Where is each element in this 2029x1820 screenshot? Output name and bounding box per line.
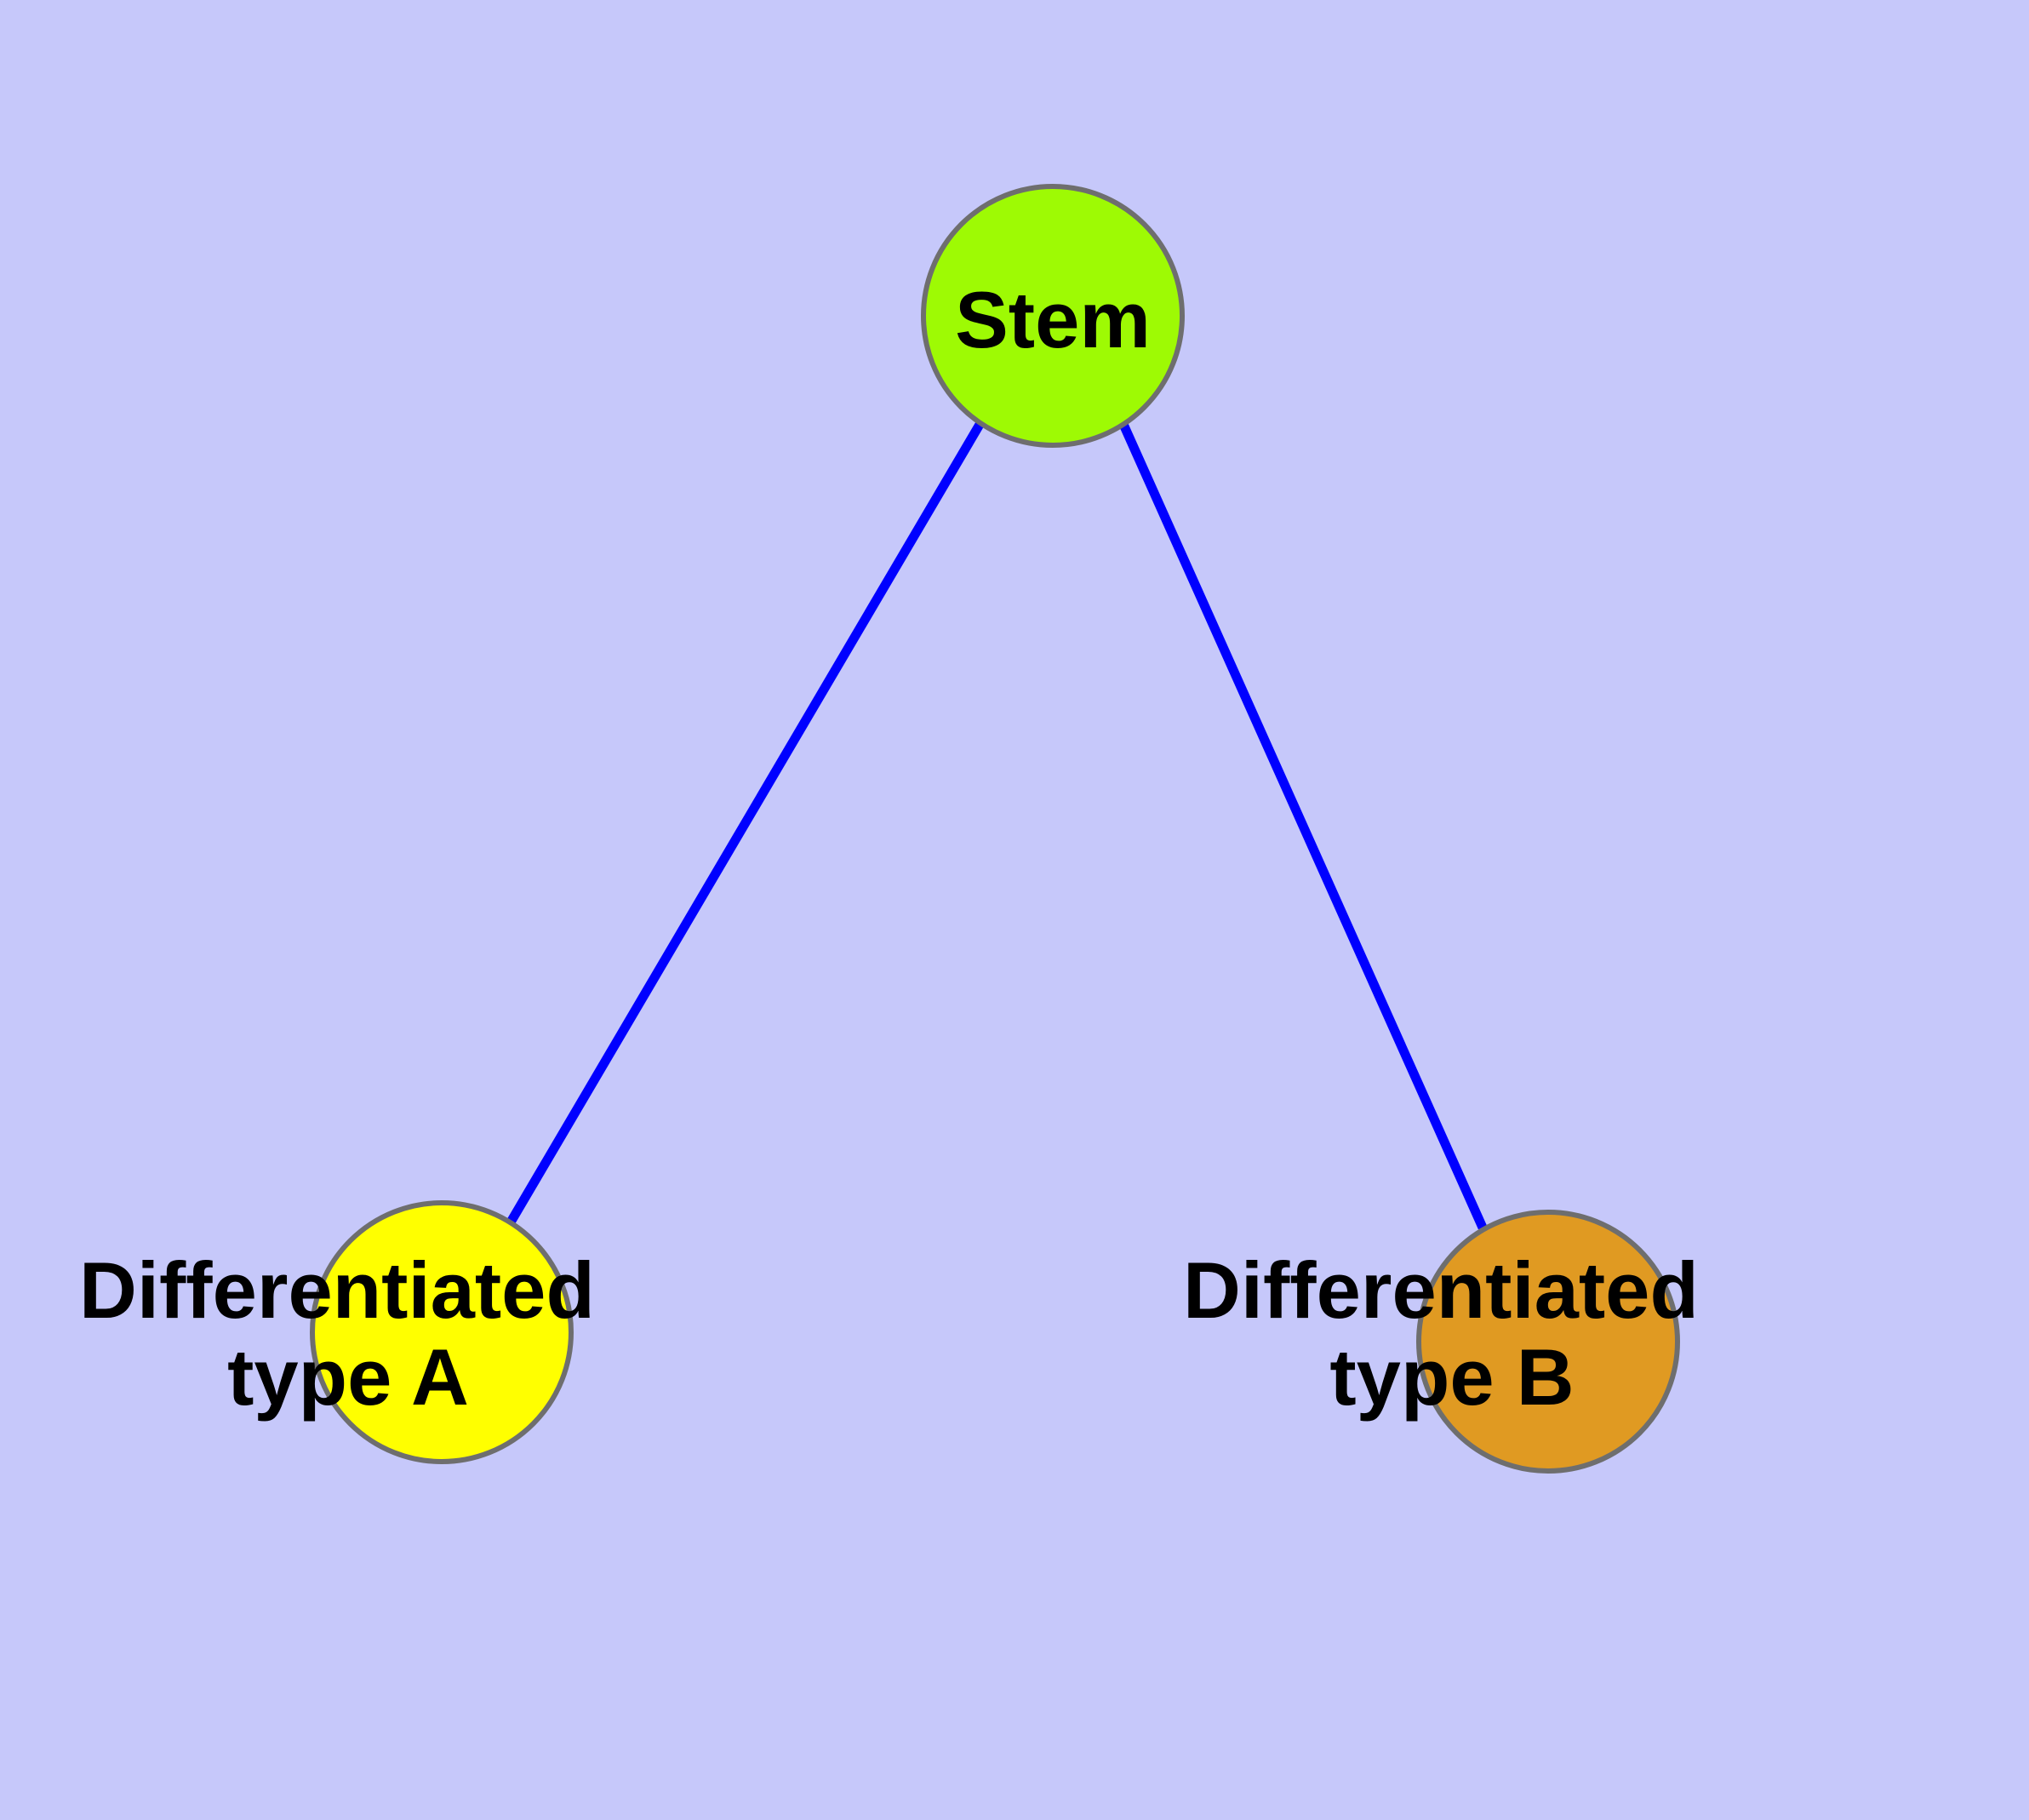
node-stem-label: Stem xyxy=(955,275,1151,364)
node-differentiated-type-b[interactable]: Differentiated type B xyxy=(1183,1210,1721,1474)
nodes-group: Stem Differentiated type A Differentiate… xyxy=(79,184,1721,1474)
node-differentiated-type-a-label-line-1: Differentiated xyxy=(79,1245,595,1335)
edge-stem-to-differentiated-type-a[interactable] xyxy=(507,421,985,1223)
node-stem[interactable]: Stem xyxy=(921,184,1185,448)
node-differentiated-type-a[interactable]: Differentiated type A xyxy=(79,1200,617,1464)
node-differentiated-type-a-label: Differentiated type A xyxy=(79,1245,617,1422)
node-differentiated-type-b-label: Differentiated type B xyxy=(1183,1245,1721,1422)
node-stem-circle[interactable] xyxy=(921,184,1185,448)
node-differentiated-type-b-circle[interactable] xyxy=(1416,1210,1680,1474)
node-differentiated-type-a-label-line-2: type A xyxy=(227,1332,469,1422)
edge-stem-to-differentiated-type-b[interactable] xyxy=(1117,418,1488,1230)
edges-group xyxy=(507,418,1488,1230)
node-differentiated-type-b-label-line-2: type B xyxy=(1329,1332,1574,1422)
node-differentiated-type-b-label-line-1: Differentiated xyxy=(1183,1245,1699,1335)
node-stem-label-line-1: Stem xyxy=(955,275,1151,364)
node-differentiated-type-a-circle[interactable] xyxy=(310,1200,574,1464)
